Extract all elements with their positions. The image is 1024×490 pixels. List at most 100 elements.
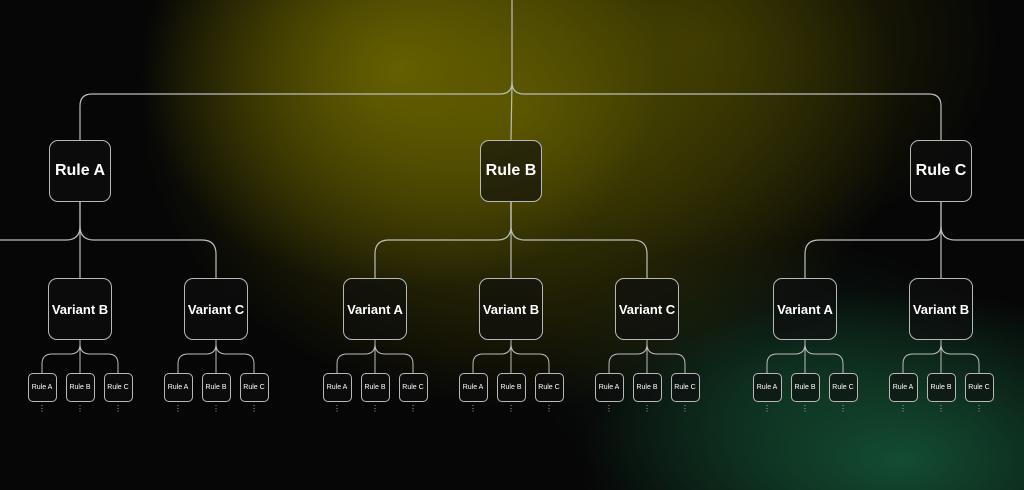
leaf-node-rule-c[interactable]: Rule C xyxy=(103,373,133,402)
variant-to-leaf-line xyxy=(336,339,376,374)
leaf-node-rule-b-label: Rule B xyxy=(930,384,952,391)
leaf-node-rule-a[interactable]: Rule A xyxy=(888,373,918,402)
leaf-node-rule-c[interactable]: Rule C xyxy=(398,373,428,402)
leaf-node-rule-a[interactable]: Rule A xyxy=(458,373,488,402)
root-node-rule-c[interactable]: Rule C xyxy=(910,140,972,202)
variant-node-variant-c[interactable]: Variant C xyxy=(615,278,679,340)
variant-node-variant-b[interactable]: Variant B xyxy=(479,278,543,340)
leaf-node-rule-c[interactable]: Rule C xyxy=(828,373,858,402)
leaf-node-rule-a[interactable]: Rule A xyxy=(752,373,782,402)
leaf-node-rule-b-label: Rule B xyxy=(69,384,91,391)
leaf-node-rule-a-label: Rule A xyxy=(462,384,484,391)
leaf-node-rule-a[interactable]: Rule A xyxy=(163,373,193,402)
leaf-node-rule-a[interactable]: Rule A xyxy=(594,373,624,402)
variant-node-variant-a-label: Variant A xyxy=(777,301,833,317)
continuation-ellipsis: ⋮ xyxy=(76,404,84,413)
leaf-node-rule-a-label: Rule A xyxy=(892,384,914,391)
leaf-node-rule-c-label: Rule C xyxy=(243,384,265,391)
leaf-node-rule-b-label: Rule B xyxy=(500,384,522,391)
leaf-node-rule-c-label: Rule C xyxy=(674,384,696,391)
leaf-node-rule-b[interactable]: Rule B xyxy=(632,373,662,402)
root-to-variant-line xyxy=(374,201,512,279)
continuation-ellipsis: ⋮ xyxy=(409,404,417,413)
leaf-node-rule-b-label: Rule B xyxy=(794,384,816,391)
continuation-ellipsis: ⋮ xyxy=(212,404,220,413)
root-node-rule-b[interactable]: Rule B xyxy=(480,140,542,202)
leaf-node-rule-a-label: Rule A xyxy=(326,384,348,391)
continuation-ellipsis: ⋮ xyxy=(38,404,46,413)
leaf-node-rule-b[interactable]: Rule B xyxy=(360,373,390,402)
variant-to-leaf-line xyxy=(472,339,512,374)
continuation-ellipsis: ⋮ xyxy=(469,404,477,413)
leaf-node-rule-a[interactable]: Rule A xyxy=(322,373,352,402)
continuation-ellipsis: ⋮ xyxy=(371,404,379,413)
continuation-ellipsis: ⋮ xyxy=(937,404,945,413)
continuation-ellipsis: ⋮ xyxy=(250,404,258,413)
continuation-ellipsis: ⋮ xyxy=(174,404,182,413)
continuation-ellipsis: ⋮ xyxy=(507,404,515,413)
variant-to-leaf-line xyxy=(177,339,217,374)
continuation-ellipsis: ⋮ xyxy=(643,404,651,413)
variant-node-variant-b-label: Variant B xyxy=(912,301,970,317)
leaf-node-rule-b-label: Rule B xyxy=(636,384,658,391)
continuation-ellipsis: ⋮ xyxy=(545,404,553,413)
variant-to-leaf-line xyxy=(374,339,414,374)
variant-to-leaf-line xyxy=(41,339,81,374)
leaf-node-rule-a-label: Rule A xyxy=(31,384,53,391)
leaf-node-rule-c[interactable]: Rule C xyxy=(964,373,994,402)
leaf-node-rule-c-label: Rule C xyxy=(968,384,990,391)
root-node-rule-b-label: Rule B xyxy=(485,162,537,179)
variant-node-variant-c[interactable]: Variant C xyxy=(184,278,248,340)
continuation-ellipsis: ⋮ xyxy=(801,404,809,413)
leaf-node-rule-b[interactable]: Rule B xyxy=(926,373,956,402)
variant-to-leaf-line xyxy=(766,339,806,374)
continuation-ellipsis: ⋮ xyxy=(763,404,771,413)
leaf-node-rule-c-label: Rule C xyxy=(107,384,129,391)
variant-node-variant-a[interactable]: Variant A xyxy=(343,278,407,340)
root-node-rule-a[interactable]: Rule A xyxy=(49,140,111,202)
leaf-node-rule-a[interactable]: Rule A xyxy=(27,373,57,402)
variant-to-leaf-line xyxy=(215,339,255,374)
leaf-node-rule-c[interactable]: Rule C xyxy=(670,373,700,402)
trunk-branch-line xyxy=(79,81,513,141)
variant-to-leaf-line xyxy=(902,339,942,374)
leaf-node-rule-a-label: Rule A xyxy=(598,384,620,391)
leaf-node-rule-b[interactable]: Rule B xyxy=(201,373,231,402)
variant-node-variant-a[interactable]: Variant A xyxy=(773,278,837,340)
variant-node-variant-a-label: Variant A xyxy=(347,301,403,317)
edge-line-left xyxy=(0,225,81,241)
trunk-branch-line xyxy=(511,81,942,141)
leaf-node-rule-c[interactable]: Rule C xyxy=(239,373,269,402)
variant-node-variant-b[interactable]: Variant B xyxy=(48,278,112,340)
variant-node-variant-b-label: Variant B xyxy=(482,301,540,317)
root-to-variant-line xyxy=(510,201,648,279)
leaf-node-rule-a-label: Rule A xyxy=(756,384,778,391)
variant-node-variant-b[interactable]: Variant B xyxy=(909,278,973,340)
variant-to-leaf-line xyxy=(79,339,119,374)
root-node-rule-a-label: Rule A xyxy=(54,162,106,179)
trunk-to-root-line xyxy=(510,81,513,141)
leaf-node-rule-b[interactable]: Rule B xyxy=(790,373,820,402)
variant-to-leaf-line xyxy=(646,339,686,374)
variant-node-variant-c-label: Variant C xyxy=(618,301,676,317)
leaf-node-rule-c-label: Rule C xyxy=(832,384,854,391)
variant-to-leaf-line xyxy=(510,339,550,374)
leaf-node-rule-c-label: Rule C xyxy=(538,384,560,391)
root-to-variant-line xyxy=(804,201,942,279)
leaf-node-rule-c-label: Rule C xyxy=(402,384,424,391)
leaf-node-rule-c[interactable]: Rule C xyxy=(534,373,564,402)
leaf-node-rule-b[interactable]: Rule B xyxy=(496,373,526,402)
variant-to-leaf-line xyxy=(608,339,648,374)
continuation-ellipsis: ⋮ xyxy=(605,404,613,413)
leaf-node-rule-b-label: Rule B xyxy=(205,384,227,391)
leaf-node-rule-b[interactable]: Rule B xyxy=(65,373,95,402)
continuation-ellipsis: ⋮ xyxy=(681,404,689,413)
variant-node-variant-b-label: Variant B xyxy=(51,301,109,317)
continuation-ellipsis: ⋮ xyxy=(114,404,122,413)
leaf-node-rule-a-label: Rule A xyxy=(167,384,189,391)
root-to-variant-line xyxy=(79,201,217,279)
leaf-node-rule-b-label: Rule B xyxy=(364,384,386,391)
continuation-ellipsis: ⋮ xyxy=(333,404,341,413)
variant-to-leaf-line xyxy=(940,339,980,374)
